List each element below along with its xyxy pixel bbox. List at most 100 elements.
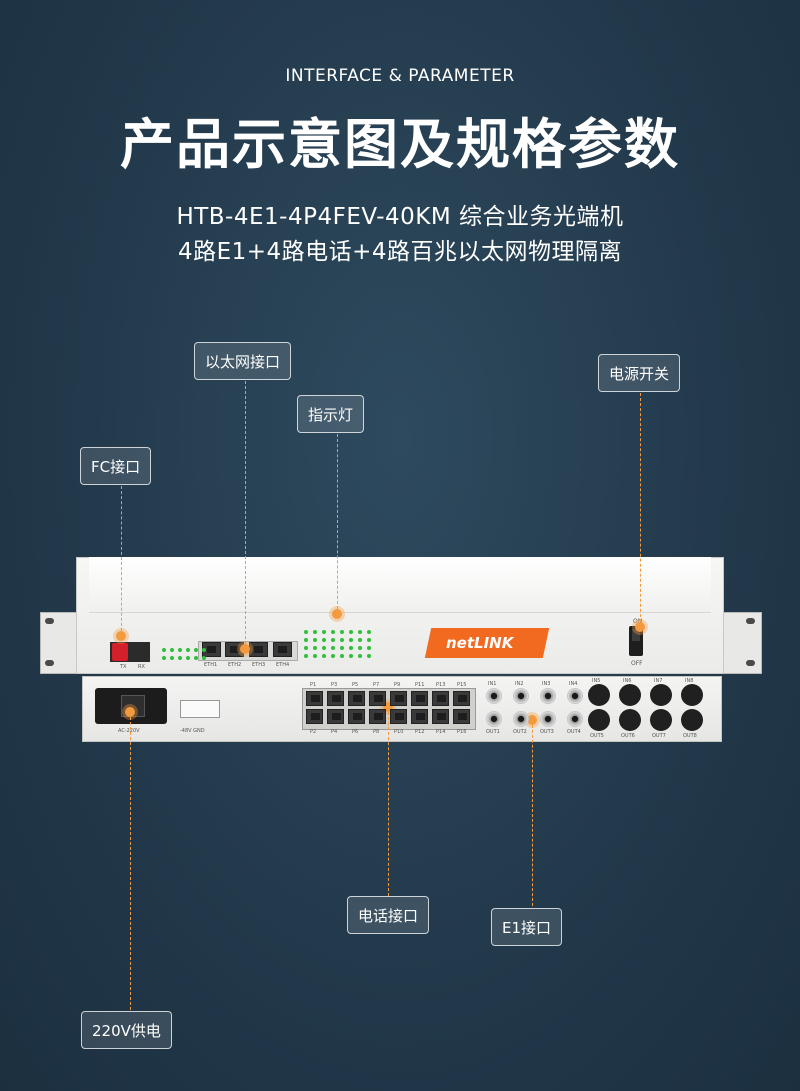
phone-port-label: P5 — [352, 682, 359, 688]
indicator-led-icon — [340, 654, 344, 658]
phone-port-label: P15 — [457, 682, 467, 688]
marker-dot-indicator — [332, 609, 342, 619]
bnc-connector-icon — [513, 711, 529, 727]
phone-port — [411, 709, 428, 724]
e1-port-label: OUT1 — [486, 729, 500, 735]
blank-port-icon — [650, 684, 672, 706]
indicator-led-icon — [322, 638, 326, 642]
subtitle-en: INTERFACE & PARAMETER — [285, 66, 515, 86]
phone-port — [411, 691, 428, 706]
phone-port — [369, 709, 386, 724]
eth-label: ETH3 — [252, 662, 266, 668]
e1-port-label: IN1 — [488, 681, 497, 687]
indicator-led-icon — [340, 638, 344, 642]
blank-port-label: IN5 — [592, 678, 601, 684]
indicator-led-icon — [304, 654, 308, 658]
blank-port-label: OUT8 — [683, 733, 697, 739]
callout-power-supply: 220V供电 — [81, 1011, 172, 1049]
phone-port — [369, 691, 386, 706]
blank-port-label: OUT7 — [652, 733, 666, 739]
status-led-icon — [194, 648, 198, 652]
status-led-icon — [202, 648, 206, 652]
blank-port-label: IN8 — [685, 678, 694, 684]
status-led-icon — [186, 648, 190, 652]
blank-port-label: OUT5 — [590, 733, 604, 739]
ac-power-inlet — [95, 688, 167, 724]
indicator-led-icon — [349, 638, 353, 642]
status-led-icon — [186, 656, 190, 660]
e1-port-label: IN4 — [569, 681, 578, 687]
blank-port-icon — [619, 709, 641, 731]
bnc-connector-icon — [540, 711, 556, 727]
phone-port — [306, 691, 323, 706]
phone-port — [453, 709, 470, 724]
phone-port-label: P4 — [331, 729, 338, 735]
blank-port-icon — [588, 684, 610, 706]
eth-label: ETH1 — [204, 662, 218, 668]
model-line-1: HTB-4E1-4P4FEV-40KM 综合业务光端机 — [176, 204, 624, 230]
blank-port-label: IN6 — [623, 678, 632, 684]
phone-port-label: P6 — [352, 729, 359, 735]
phone-port — [306, 709, 323, 724]
marker-dot-fc — [116, 631, 126, 641]
e1-port-label: OUT3 — [540, 729, 554, 735]
indicator-led-icon — [331, 646, 335, 650]
phone-port — [327, 691, 344, 706]
marker-dot-power-supply — [125, 707, 135, 717]
phone-port-label: P8 — [373, 729, 380, 735]
marker-dot-e1 — [527, 715, 537, 725]
indicator-led-icon — [331, 630, 335, 634]
indicator-led-icon — [367, 654, 371, 658]
phone-port-label: P1 — [310, 682, 317, 688]
indicator-led-icon — [304, 638, 308, 642]
e1-port-label: IN2 — [515, 681, 524, 687]
power-switch — [629, 626, 643, 656]
status-led-icon — [170, 656, 174, 660]
indicator-led-icon — [304, 646, 308, 650]
switch-on-label: ON — [633, 618, 642, 625]
indicator-led-icon — [304, 630, 308, 634]
phone-port-label: P10 — [394, 729, 404, 735]
status-led-icon — [162, 648, 166, 652]
status-led-icon — [202, 656, 206, 660]
indicator-led-icon — [313, 638, 317, 642]
indicator-led-icon — [367, 646, 371, 650]
bnc-connector-icon — [567, 688, 583, 704]
blank-port-icon — [681, 709, 703, 731]
indicator-led-icon — [331, 638, 335, 642]
bnc-connector-icon — [540, 688, 556, 704]
phone-port-label: P16 — [457, 729, 467, 735]
leader-line-power-switch — [640, 393, 641, 627]
indicator-led-icon — [313, 630, 317, 634]
phone-port-label: P7 — [373, 682, 380, 688]
ethernet-port — [273, 642, 292, 657]
blank-port-label: OUT6 — [621, 733, 635, 739]
ac-label: AC-220V — [118, 728, 140, 734]
phone-port-label: P12 — [415, 729, 425, 735]
phone-port-label: P14 — [436, 729, 446, 735]
leader-line-phone — [388, 707, 389, 896]
phone-port-label: P3 — [331, 682, 338, 688]
marker-dot-power-switch — [635, 622, 645, 632]
indicator-led-icon — [358, 654, 362, 658]
phone-port — [453, 691, 470, 706]
rack-ear-right — [722, 612, 762, 674]
indicator-led-icon — [322, 646, 326, 650]
indicator-led-icon — [358, 630, 362, 634]
rack-hole-icon — [746, 618, 755, 624]
blank-port-icon — [650, 709, 672, 731]
blank-port-icon — [619, 684, 641, 706]
callout-phone: 电话接口 — [347, 896, 430, 934]
phone-port — [432, 691, 449, 706]
rack-hole-icon — [746, 660, 755, 666]
indicator-led-icon — [358, 646, 362, 650]
blank-port-icon — [588, 709, 610, 731]
indicator-led-icon — [367, 638, 371, 642]
switch-off-label: OFF — [631, 660, 643, 667]
brand-logo: netLINK — [424, 628, 550, 658]
callout-fc: FC接口 — [80, 447, 152, 485]
callout-e1: E1接口 — [491, 908, 563, 946]
phone-port — [390, 691, 407, 706]
indicator-led-icon — [349, 630, 353, 634]
phone-port-label: P11 — [415, 682, 425, 688]
